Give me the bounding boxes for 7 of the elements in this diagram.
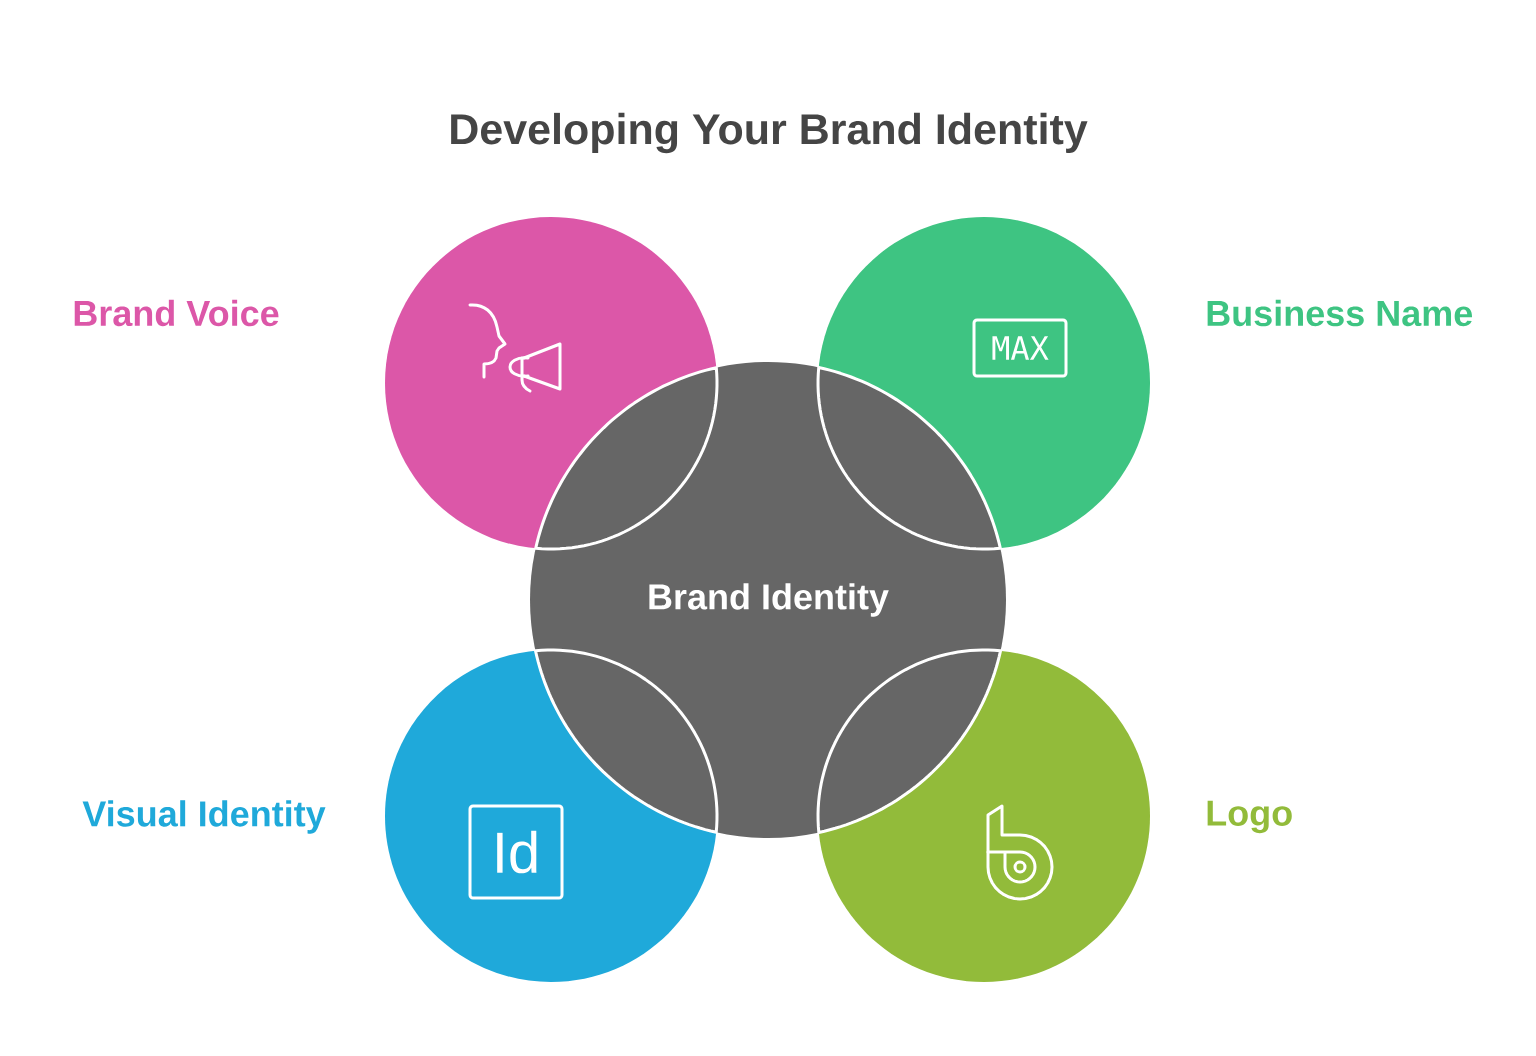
circle-label: Logo xyxy=(1207,800,1292,834)
circle-label: Brand Voice xyxy=(74,299,279,327)
letter-tile: Id xyxy=(468,804,564,900)
name-tag: MAX xyxy=(972,318,1068,378)
circle-label: Visual Identity xyxy=(82,800,326,834)
title: Developing Your Brand Identity xyxy=(451,112,1088,154)
circle-label: Business Name xyxy=(1207,299,1473,327)
